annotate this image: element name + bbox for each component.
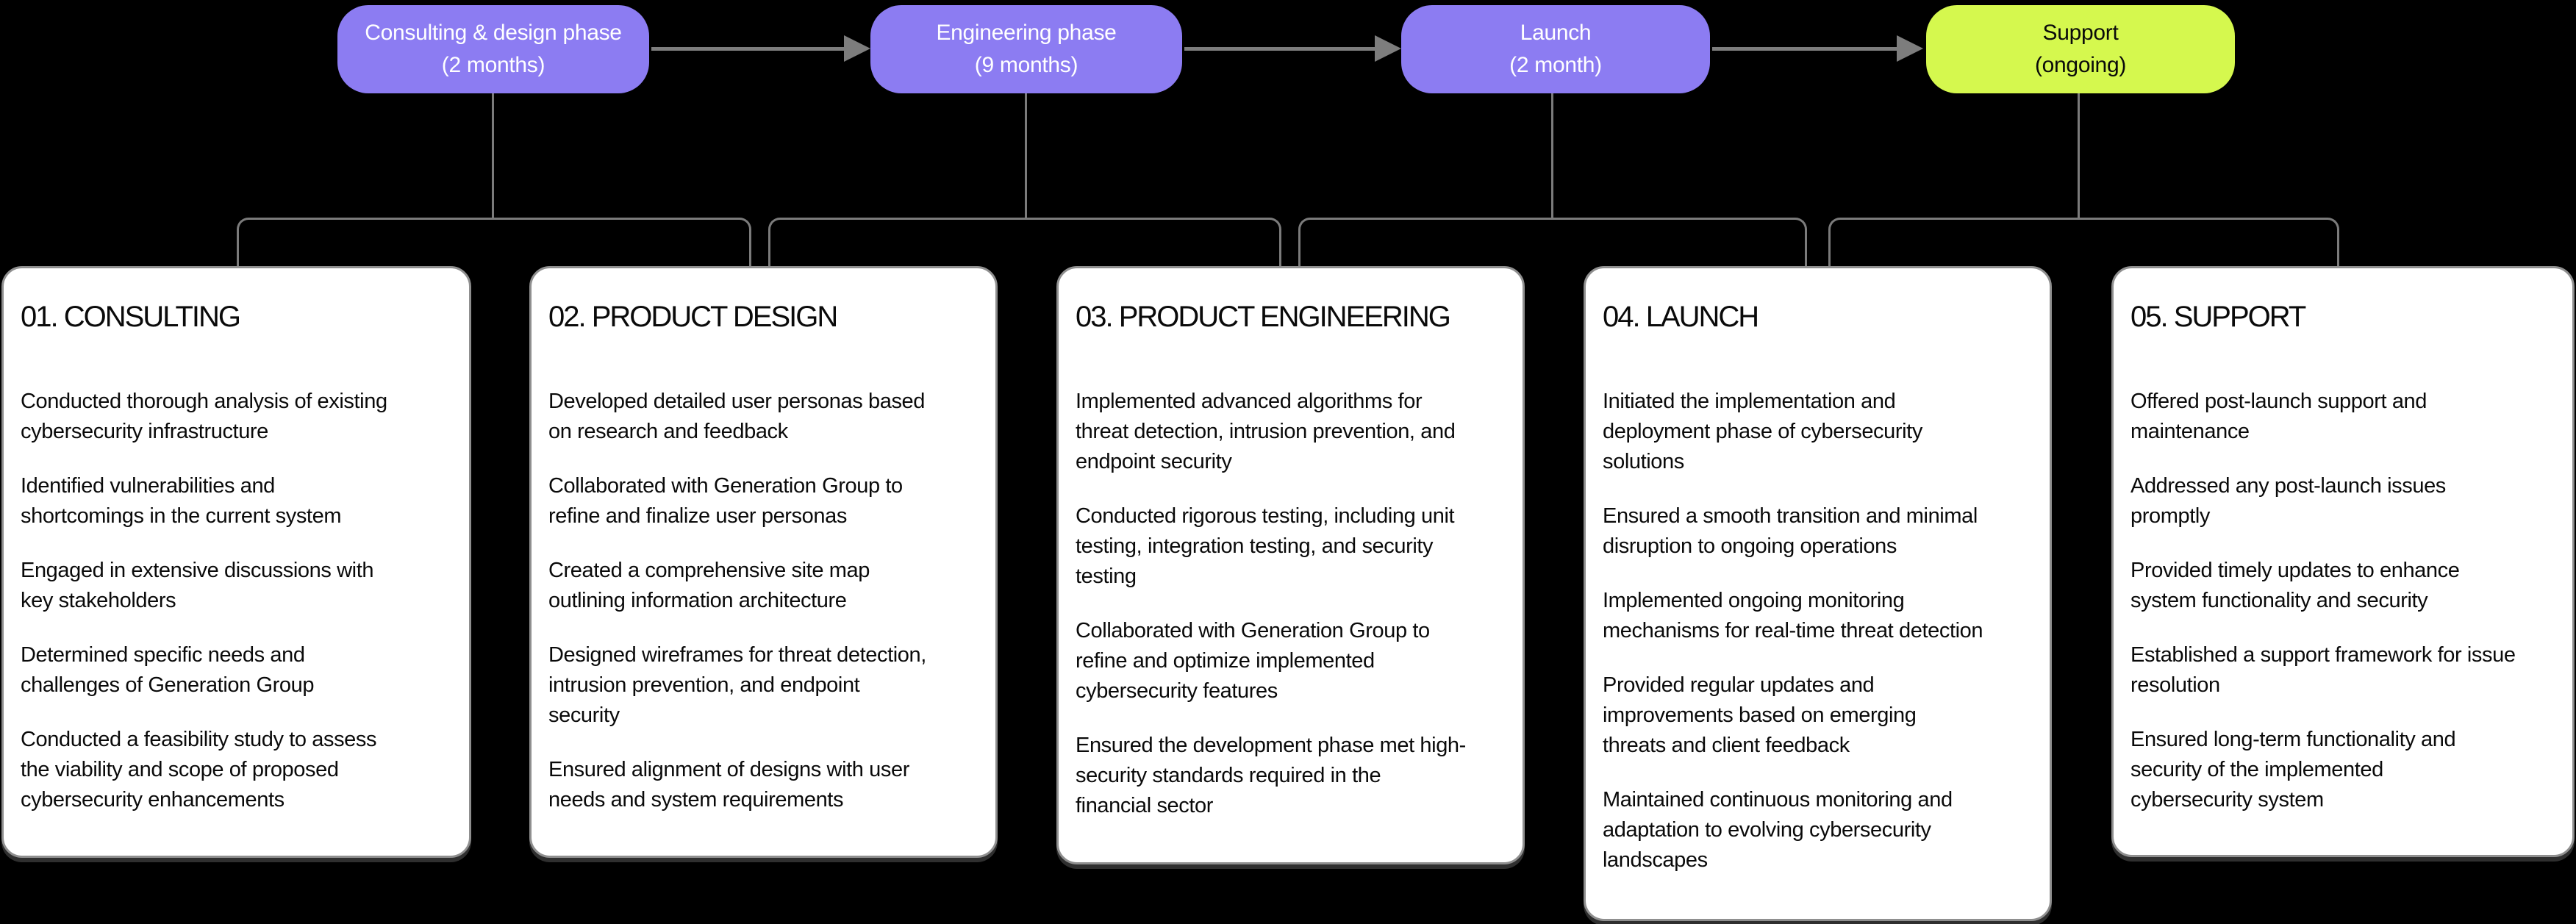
connector-bracket: [1298, 218, 1807, 271]
card-bullet: Ensured a smooth transition and minimal …: [1603, 504, 1978, 558]
phase-title: Engineering phase: [936, 21, 1117, 45]
card-bullet: Addressed any post-launch issues promptl…: [2130, 474, 2446, 528]
arrow-right-icon: [1375, 35, 1401, 62]
card-bullet: Implemented advanced algorithms for thre…: [1076, 390, 1456, 473]
card-title: 04. LAUNCH: [1603, 301, 1759, 333]
connector-bracket: [768, 218, 1281, 271]
arrow-line: [1712, 47, 1898, 51]
card-bullet: Engaged in extensive discussions with ke…: [21, 559, 374, 612]
arrow-right-icon: [1897, 35, 1923, 62]
card-bullet: Developed detailed user personas based o…: [548, 390, 925, 443]
phase-pill-launch: Launch (2 month): [1401, 5, 1710, 93]
card-bullet: Provided regular updates and improvement…: [1603, 673, 1917, 757]
card-bullet: Implemented ongoing monitoring mechanism…: [1603, 589, 1983, 642]
card-title: 03. PRODUCT ENGINEERING: [1076, 301, 1451, 333]
connector-bracket: [1828, 218, 2339, 271]
arrow-line: [651, 47, 847, 51]
phase-title: Consulting & design phase: [365, 21, 622, 45]
card-bullet: Collaborated with Generation Group to re…: [548, 474, 903, 528]
card-consulting: 01. CONSULTING Conducted thorough analys…: [1, 266, 471, 858]
card-bullet: Offered post-launch support and maintena…: [2130, 390, 2427, 443]
card-bullet: Determined specific needs and challenges…: [21, 643, 315, 697]
card-bullet: Initiated the implementation and deploym…: [1603, 390, 1922, 473]
connector-vertical-line: [492, 92, 494, 219]
card-bullet: Identified vulnerabilities and shortcomi…: [21, 474, 342, 528]
card-bullet: Ensured long-term functionality and secu…: [2130, 728, 2456, 812]
phase-title: Launch: [1520, 21, 1592, 45]
phase-duration: (ongoing): [2034, 53, 2127, 77]
card-title: 05. SUPPORT: [2130, 301, 2306, 333]
card-title: 01. CONSULTING: [21, 301, 241, 333]
phase-duration: (9 months): [974, 53, 1078, 77]
card-product-engineering: 03. PRODUCT ENGINEERING Implemented adva…: [1056, 266, 1525, 864]
card-support: 05. SUPPORT Offered post-launch support …: [2111, 266, 2575, 857]
card-bullet: Collaborated with Generation Group to re…: [1076, 619, 1430, 703]
card-bullet: Provided timely updates to enhance syste…: [2130, 559, 2460, 612]
connector-vertical-line: [1551, 92, 1553, 219]
arrow-line: [1184, 47, 1378, 51]
phase-pill-consulting-design: Consulting & design phase (2 months): [337, 5, 649, 93]
card-title: 02. PRODUCT DESIGN: [548, 301, 838, 333]
phase-duration: (2 month): [1509, 53, 1602, 77]
card-product-design: 02. PRODUCT DESIGN Developed detailed us…: [529, 266, 998, 858]
connector-bracket: [237, 218, 751, 271]
phase-duration: (2 months): [441, 53, 545, 77]
card-launch: 04. LAUNCH Initiated the implementation …: [1584, 266, 2052, 921]
phase-title: Support: [2042, 21, 2119, 45]
card-bullet: Designed wireframes for threat detection…: [548, 643, 926, 727]
card-bullet: Ensured the development phase met high- …: [1076, 734, 1466, 817]
card-bullet: Conducted rigorous testing, including un…: [1076, 504, 1455, 588]
arrow-right-icon: [844, 35, 870, 62]
card-bullet: Maintained continuous monitoring and ada…: [1603, 788, 1953, 872]
phase-pill-support: Support (ongoing): [1926, 5, 2235, 93]
card-bullet: Created a comprehensive site map outlini…: [548, 559, 870, 612]
connector-vertical-line: [2078, 92, 2080, 219]
card-bullet: Established a support framework for issu…: [2130, 643, 2516, 697]
card-bullet: Conducted thorough analysis of existing …: [21, 390, 387, 443]
phase-pill-engineering: Engineering phase (9 months): [870, 5, 1182, 93]
card-bullet: Ensured alignment of designs with user n…: [548, 758, 909, 812]
card-bullet: Conducted a feasibility study to assess …: [21, 728, 377, 812]
connector-vertical-line: [1025, 92, 1027, 219]
